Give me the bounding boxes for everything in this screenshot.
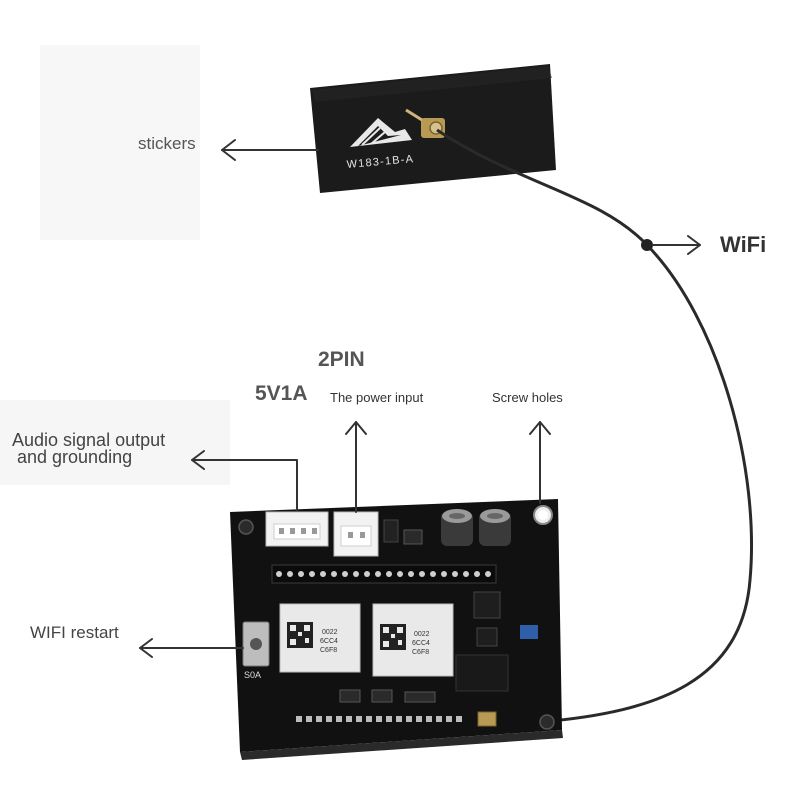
audio-connector	[265, 511, 329, 547]
module-code: 6CC4	[320, 638, 338, 645]
wifi-module-1: 0022 6CC4 C6F8	[279, 603, 361, 673]
screw-hole-center	[538, 510, 548, 520]
bottom-pads	[296, 716, 462, 722]
header-pin	[419, 571, 425, 577]
power-arrowhead	[345, 421, 367, 435]
antenna-logo	[350, 118, 412, 147]
power-input-label: The power input	[330, 390, 424, 405]
background-patch	[40, 45, 200, 240]
board-pad	[346, 716, 352, 722]
board-pad	[296, 716, 302, 722]
board-pad	[386, 716, 392, 722]
circuit-board: 0022 6CC4 C6F8 0022 6CC4 C6F8	[230, 499, 563, 760]
audio-label-line-1: Audio signal output	[12, 430, 166, 450]
board-pad	[356, 716, 362, 722]
audio-label-line-2: and grounding	[17, 447, 133, 467]
module-code: C6F8	[412, 649, 429, 656]
wifi-arrowhead	[687, 235, 701, 255]
audio-arrowhead	[191, 450, 205, 470]
board-antenna-connector	[477, 711, 497, 727]
antenna-model-text: W183-1B-A	[346, 153, 414, 171]
header-pin	[452, 571, 458, 577]
header-pin	[298, 571, 304, 577]
board-pad	[396, 716, 402, 722]
board-pad	[316, 716, 322, 722]
board-pad	[426, 716, 432, 722]
voltage-label: 5V1A	[255, 382, 308, 405]
header-pin	[463, 571, 469, 577]
header-pin	[276, 571, 282, 577]
header-pin	[441, 571, 447, 577]
callout-arrows	[139, 139, 701, 658]
board-pad	[306, 716, 312, 722]
board-pad	[326, 716, 332, 722]
header-pin	[331, 571, 337, 577]
button-silkscreen: S0A	[244, 670, 261, 680]
audio-label: Audio signal output and grounding	[12, 430, 166, 467]
header-pin	[474, 571, 480, 577]
board-pad	[376, 716, 382, 722]
module-code: C6F8	[320, 647, 337, 654]
header-pin	[364, 571, 370, 577]
board-pad	[366, 716, 372, 722]
board-pad	[456, 716, 462, 722]
header-pin	[375, 571, 381, 577]
board-pad	[446, 716, 452, 722]
qr-code	[380, 624, 406, 650]
header-pin	[408, 571, 414, 577]
board-pad	[436, 716, 442, 722]
pin-header-pins	[276, 571, 491, 577]
header-pin	[353, 571, 359, 577]
header-pin	[430, 571, 436, 577]
capacitor	[479, 509, 511, 546]
header-pin	[309, 571, 315, 577]
ic-chip	[473, 591, 501, 619]
audio-arrow	[191, 459, 298, 511]
antenna-sticker: W183-1B-A	[310, 64, 556, 193]
header-pin	[386, 571, 392, 577]
screw-holes-label: Screw holes	[492, 390, 563, 405]
stickers-label: stickers	[138, 134, 196, 153]
module-code: 0022	[414, 631, 430, 638]
pin-header	[271, 564, 497, 584]
ic-chip	[476, 627, 498, 647]
header-pin	[397, 571, 403, 577]
power-connector	[333, 511, 379, 557]
board-pad	[416, 716, 422, 722]
background-patch	[0, 400, 230, 485]
wifi-label: WiFi	[720, 232, 767, 257]
header-pin	[485, 571, 491, 577]
board-pad	[406, 716, 412, 722]
two-pin-label: 2PIN	[318, 348, 365, 371]
component-area	[455, 654, 509, 692]
stickers-arrowhead	[221, 139, 236, 161]
wifi-cable-dot	[641, 239, 653, 251]
wifi-restart-button[interactable]	[242, 621, 270, 667]
header-pin	[287, 571, 293, 577]
wifi-module-2: 0022 6CC4 C6F8	[372, 603, 454, 677]
module-code: 6CC4	[412, 640, 430, 647]
screw-arrowhead	[529, 421, 551, 435]
blue-led	[520, 625, 538, 639]
restart-arrowhead	[139, 638, 153, 658]
qr-code	[287, 622, 313, 648]
module-code: 0022	[322, 629, 338, 636]
wifi-restart-label: WIFI restart	[30, 623, 119, 642]
header-pin	[342, 571, 348, 577]
screw-hole	[238, 519, 254, 535]
board-pad	[336, 716, 342, 722]
header-pin	[320, 571, 326, 577]
screw-hole	[539, 714, 555, 730]
capacitor	[441, 509, 473, 546]
